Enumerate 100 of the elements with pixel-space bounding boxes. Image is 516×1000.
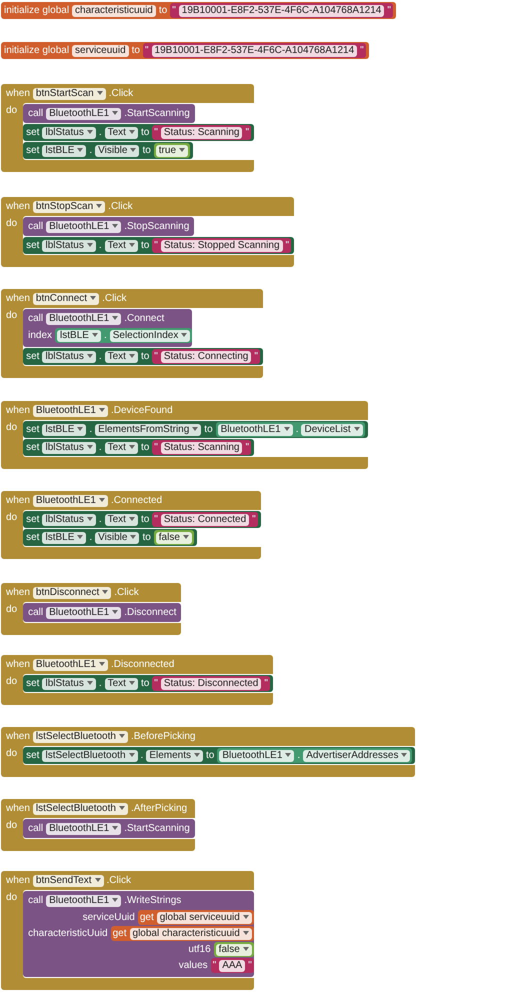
dropdown-field: Text [104, 240, 138, 252]
block-label: to [204, 424, 213, 435]
block-label: do [6, 748, 18, 759]
block-label: set [26, 750, 40, 761]
text-field: serviceuuid [72, 44, 129, 56]
setter-block [23, 747, 416, 764]
dropdown-field: lblStatus [42, 514, 96, 526]
block-label: do [6, 105, 18, 116]
method-call-block [23, 891, 254, 977]
block-label: set [26, 678, 40, 689]
block-label: . [98, 351, 102, 362]
block-label: .AfterPicking [130, 803, 188, 814]
block-label: do [6, 218, 18, 229]
block-label: to [140, 240, 150, 251]
text-field: Status: Connecting [160, 350, 252, 362]
block-label: .Connected [110, 495, 162, 506]
quote-mark: " [254, 351, 258, 362]
text-block [142, 43, 366, 58]
text-block [152, 349, 260, 364]
setter-block [23, 348, 263, 365]
block-label: characteristicUuid [28, 928, 108, 939]
dropdown-field: false [216, 944, 252, 956]
setter-block [23, 421, 368, 438]
block-label: to [158, 5, 168, 16]
block-label: do [6, 422, 18, 433]
block-label: when [6, 875, 30, 886]
event-block [1, 289, 263, 378]
dropdown-field: BluetoothLE1 [219, 750, 294, 762]
dropdown-field: BluetoothLE1 [46, 312, 122, 324]
variable-block [1, 42, 369, 59]
quote-mark: " [245, 127, 250, 138]
text-field: Status: Disconnected [160, 678, 262, 690]
block-label: .Connect [124, 313, 164, 324]
block-label: . [89, 145, 92, 156]
setter-block [23, 439, 254, 456]
dropdown-field: BluetoothLE1 [32, 404, 108, 416]
dropdown-field: lstBLE [42, 532, 86, 544]
dropdown-field: BluetoothLE1 [46, 108, 122, 120]
block-label: to [140, 514, 150, 525]
quote-mark: " [154, 240, 158, 251]
text-block [170, 3, 393, 18]
block-label: set [26, 532, 40, 543]
block-label: when [6, 201, 30, 212]
dropdown-field: Text [104, 678, 138, 690]
block-label: when [6, 587, 30, 598]
event-block [1, 727, 416, 777]
event-block [1, 84, 254, 172]
quote-mark: " [286, 240, 290, 251]
block-label: to [140, 442, 150, 453]
text-block [152, 238, 292, 253]
block-label: set [26, 240, 40, 251]
block-label: . [98, 514, 102, 525]
event-block [1, 491, 261, 559]
dropdown-field: BluetoothLE1 [218, 424, 293, 436]
block-label: to [206, 750, 214, 761]
method-call-block [23, 603, 182, 622]
dropdown-field: Text [104, 442, 138, 454]
block-label: . [104, 330, 107, 341]
block-label: . [297, 750, 300, 761]
block-label: .Click [108, 201, 133, 212]
block-label: when [6, 659, 30, 670]
dropdown-field: lstSelectBluetooth [32, 802, 128, 814]
property-getter-block [217, 748, 412, 763]
event-block [1, 655, 273, 705]
block-label: to [142, 145, 151, 156]
method-call-block [23, 217, 194, 236]
block-label: call [28, 313, 44, 324]
dropdown-field: btnSendText [32, 874, 104, 886]
block-label: when [6, 495, 30, 506]
property-getter-block [55, 328, 192, 343]
setter-block [23, 675, 273, 692]
method-call-block [23, 819, 195, 838]
quote-mark: " [252, 514, 256, 525]
dropdown-field: BluetoothLE1 [32, 494, 108, 506]
text-field: Status: Stopped Scanning [160, 240, 282, 252]
setter-block [23, 142, 194, 159]
block-label: .Click [114, 587, 139, 598]
block-label: .BeforePicking [130, 731, 196, 742]
block-label: .Disconnected [110, 659, 174, 670]
block-label: when [6, 803, 30, 814]
dropdown-field: lblStatus [42, 126, 96, 138]
block-label: do [6, 512, 18, 523]
block-label: do [6, 310, 18, 321]
dropdown-field: global characteristicuuid [130, 928, 252, 940]
dropdown-field: lblStatus [42, 678, 96, 690]
text-field: 19B10001-E8F2-537E-4F6C-A104768A1214 [178, 4, 384, 16]
text-field: 19B10001-E8F2-537E-4F6C-A104768A1214 [152, 44, 358, 56]
block-label: . [89, 424, 92, 435]
dropdown-field: lblStatus [42, 240, 96, 252]
dropdown-field: DeviceList [301, 424, 363, 436]
block-label: to [132, 45, 140, 56]
event-block [1, 401, 368, 469]
block-label: to [140, 127, 150, 138]
setter-block [23, 124, 254, 141]
block-label: set [26, 442, 40, 453]
block-label: get [112, 928, 127, 939]
block-label: to [140, 351, 150, 362]
block-label: utf16 [188, 944, 211, 955]
dropdown-field: false [156, 532, 192, 544]
block-label: set [26, 145, 40, 156]
